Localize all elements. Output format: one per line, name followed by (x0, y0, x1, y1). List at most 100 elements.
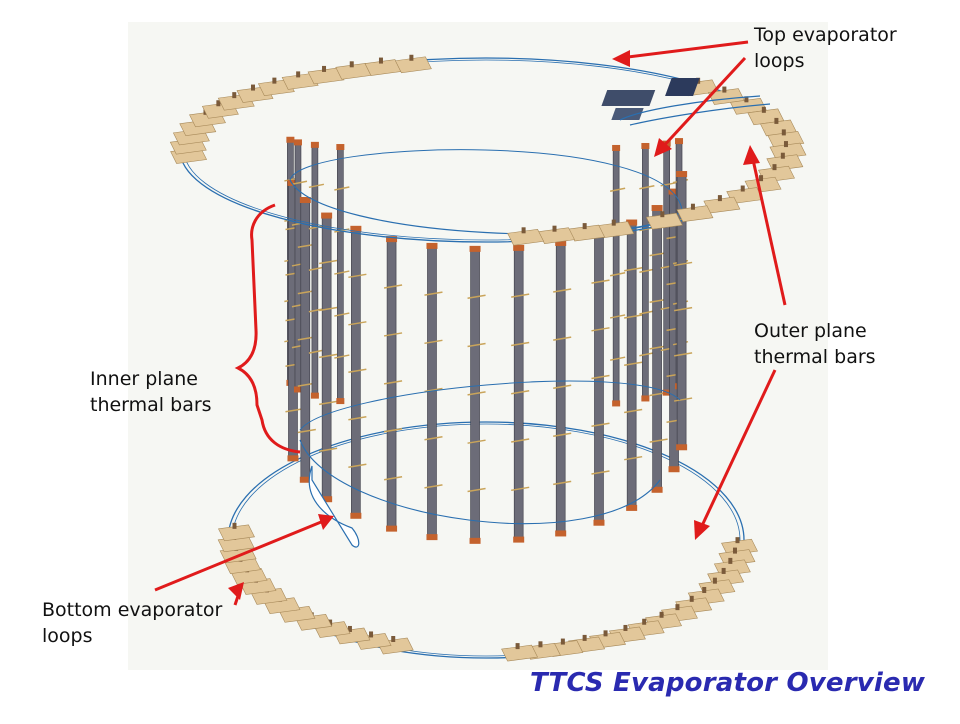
thermal-strap (624, 314, 643, 319)
thermal-bar-cap (513, 536, 525, 543)
thermal-bar-cap (386, 525, 398, 532)
bottom-left-pad-clip (369, 631, 374, 638)
thermal-bar-cap (469, 537, 481, 544)
top-right-pad-clip (774, 117, 779, 124)
thermal-strap (319, 400, 338, 406)
arrowhead-top-a (612, 50, 630, 67)
bottom-right-pad-clip (560, 638, 565, 645)
thermal-strap (624, 267, 643, 272)
thermal-strap (511, 486, 530, 492)
thermal-bar-cap (675, 138, 684, 145)
bottom-right-pad-clip (689, 595, 694, 602)
cylinder-bottom-rim-back (299, 380, 681, 431)
label-outer-plane-line1: Outer plane (754, 320, 867, 342)
thermal-strap (591, 279, 610, 284)
thermal-strap (553, 480, 572, 486)
thermal-bar-cap (555, 239, 567, 246)
thermal-strap (467, 439, 486, 444)
thermal-strap (308, 349, 325, 354)
bottom-right-pad-clip (659, 611, 664, 618)
thermal-bar (612, 148, 620, 403)
thermal-strap (511, 293, 530, 298)
thermal-strap (553, 288, 572, 293)
arrowhead-bottom-b (228, 582, 244, 600)
thermal-strap (639, 184, 655, 190)
bottom-right-pad-clip (603, 630, 608, 637)
thermal-strap (334, 312, 350, 317)
thermal-strap (319, 259, 338, 265)
thermal-strap (285, 408, 304, 413)
thermal-bar-cap (299, 197, 311, 204)
thermal-bar (642, 146, 649, 398)
bottom-left-pad-clip (232, 522, 237, 529)
label-top-evaporator-line2: loops (754, 50, 805, 72)
label-top-evaporator-line1: Top evaporator (754, 24, 897, 46)
thermal-bar-cap (626, 504, 638, 511)
thermal-strap (334, 270, 350, 275)
label-bottom-evaporator: Bottom evaporator loops (42, 597, 222, 649)
thermal-bar-cap (662, 389, 671, 396)
arrow-top-evaporator-a (619, 40, 749, 60)
thermal-bar-cap (287, 179, 299, 186)
label-outer-plane-line2: thermal bars (754, 346, 876, 368)
top-right-pad-clip (690, 203, 695, 210)
top-left-pad (281, 73, 319, 90)
thermal-strap (291, 180, 308, 185)
top-right-pad-clip (717, 195, 722, 202)
bottom-right-pad-clip (712, 577, 717, 584)
thermal-strap (348, 368, 367, 374)
thermal-strap (511, 389, 530, 395)
thermal-strap (591, 422, 610, 428)
arrowhead-bottom-a (318, 514, 334, 530)
thermal-bar-cap (651, 486, 663, 493)
thermal-strap (297, 428, 316, 434)
thermal-strap (553, 384, 572, 389)
thermal-strap (553, 432, 572, 438)
top-front-pad (507, 228, 545, 246)
thermal-strap (319, 353, 338, 359)
top-right-pad-clip (722, 86, 727, 93)
thermal-strap (553, 336, 572, 341)
top-left-pad-clip (409, 54, 414, 61)
arrowhead-outer-a (743, 145, 760, 165)
thermal-bar (337, 147, 344, 401)
thermal-bar-cap (612, 400, 621, 407)
thermal-strap (609, 271, 626, 277)
thermal-strap (348, 416, 367, 421)
top-front-pad-clip (521, 227, 526, 234)
thermal-strap (624, 408, 643, 414)
top-left-pad-clip (349, 61, 354, 68)
bottom-right-pad-clip (675, 604, 680, 611)
thermal-strap (591, 470, 610, 475)
thermal-strap (591, 374, 610, 380)
thermal-strap (673, 261, 693, 267)
thermal-bar-cap (299, 476, 311, 483)
thermal-bar-cap (668, 466, 680, 473)
thermal-bar-cap (426, 242, 438, 249)
thermal-bar-cap (321, 212, 333, 219)
label-top-evaporator: Top evaporator loops (754, 22, 897, 74)
thermal-strap (383, 428, 403, 433)
thermal-bar-cap (612, 144, 621, 151)
top-right-pad-clip (761, 106, 766, 113)
thermal-strap (467, 294, 486, 299)
bottom-right-pad (501, 644, 539, 662)
thermal-strap (467, 342, 486, 348)
thermal-bar-cylinder (284, 136, 693, 544)
bottom-right-pad-clip (702, 587, 707, 593)
thermal-strap (467, 487, 486, 493)
thermal-strap (348, 463, 367, 469)
top-right-pad-clip (740, 185, 745, 192)
diagram-title: TTCS Evaporator Overview (530, 668, 926, 698)
thermal-bar-cap (626, 219, 638, 226)
thermal-strap (624, 455, 643, 461)
thermal-strap (319, 306, 338, 312)
top-right-pad-clip (783, 141, 788, 148)
arrow-top-evaporator-b (658, 56, 747, 152)
top-left-pad-clip (232, 92, 237, 99)
arrowheads (228, 50, 760, 600)
top-left-pad-clip (251, 84, 256, 91)
thermal-bar-cap (426, 534, 438, 541)
bottom-right-pad-clip (728, 557, 733, 564)
thermal-strap (348, 321, 367, 326)
